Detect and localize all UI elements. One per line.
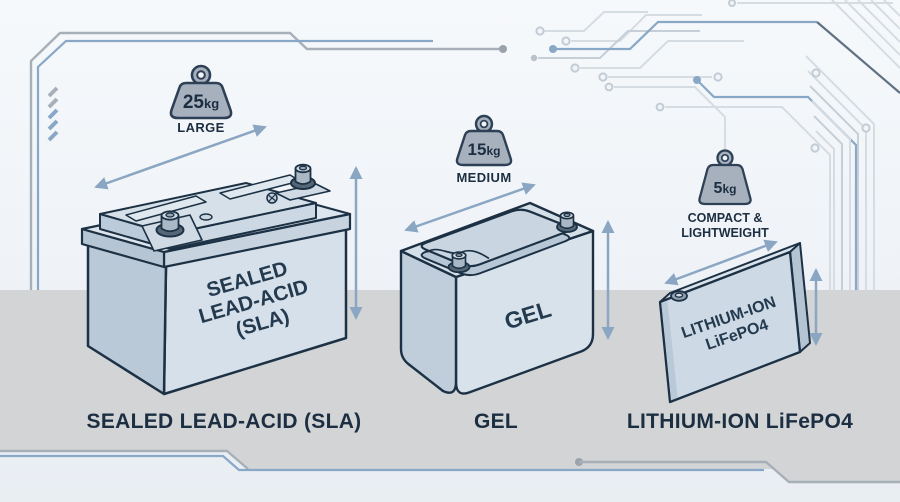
gel-width-arrow: [404, 182, 536, 233]
weight-icon-sla: 25kg: [169, 64, 233, 120]
lifepo4-width-arrow: [664, 239, 778, 286]
gel-terminal-left: [447, 251, 471, 274]
corner-hatch-lines: [831, 0, 900, 69]
weight-icon-lifepo4: 5kg: [698, 149, 752, 206]
nested-chevron-lines: [805, 55, 875, 290]
sla-weight-value: 25kg: [183, 92, 219, 113]
sla-terminal-left: [155, 210, 185, 238]
sla-size-label: LARGE: [177, 120, 225, 135]
circuit-pattern-decoration: [530, 0, 900, 290]
bottom-frame-decoration: [0, 449, 900, 484]
corner-frame-decoration: [29, 31, 507, 290]
sla-width-arrow: [94, 124, 267, 190]
gel-weight-value: 15kg: [468, 140, 501, 159]
sla-terminal-right: [290, 163, 316, 190]
caption-lifepo4: LITHIUM-ION LiFePO4: [627, 410, 853, 433]
dimension-arrows: [94, 124, 823, 346]
lifepo4-size-label-line1: COMPACT &: [688, 211, 763, 225]
gel-size-label: MEDIUM: [456, 170, 511, 185]
lifepo4-weight-value: 5kg: [714, 180, 737, 197]
gel-right-face: [454, 229, 595, 395]
lifepo4-terminal: [670, 290, 688, 302]
lifepo4-left-edge-shade: [661, 301, 678, 400]
gel-left-face: [399, 249, 458, 394]
weight-icon-gel: 15kg: [455, 114, 513, 167]
sla-vent-screw: [199, 192, 278, 221]
battery-illustration-gel: GEL: [399, 201, 595, 395]
lifepo4-size-label-line2: LIGHTWEIGHT: [681, 226, 769, 240]
sla-lid-slot-1: [125, 195, 207, 222]
caption-sla: SEALED LEAD-ACID (SLA): [87, 410, 362, 433]
gel-terminal-right: [556, 211, 578, 233]
caption-gel: GEL: [474, 410, 518, 433]
frame-dash-marks: [47, 86, 59, 142]
